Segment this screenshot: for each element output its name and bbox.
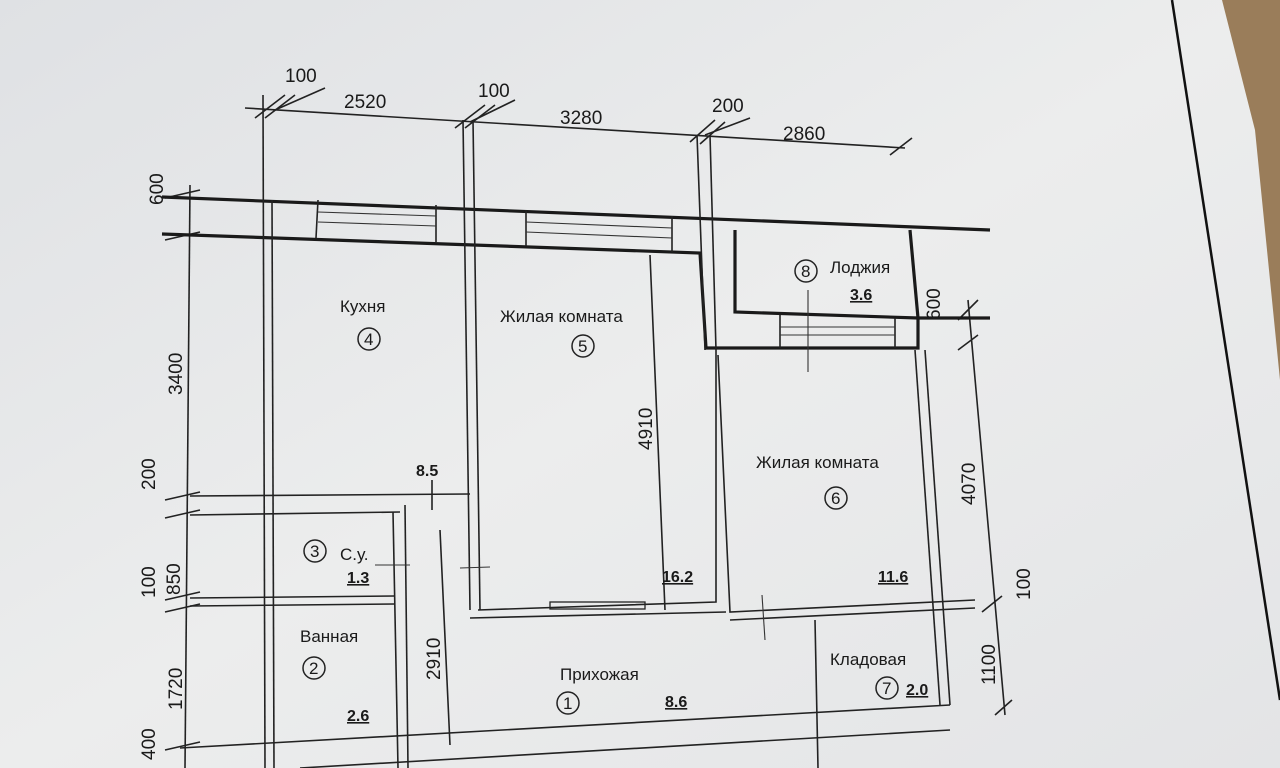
room-number: 2 <box>309 659 318 678</box>
walls <box>161 94 991 768</box>
room-area: 2.6 <box>347 708 369 725</box>
room-number: 7 <box>882 679 891 698</box>
dim-top-1: 100 <box>285 66 317 87</box>
dimension-lines <box>164 87 1013 768</box>
room-name: Жилая комната <box>756 453 879 472</box>
dim-left-4: 850 <box>164 563 185 595</box>
room-storage: Кладовая 7 2.0 <box>830 650 928 700</box>
dim-left-7: 400 <box>139 728 160 760</box>
dim-left-5: 100 <box>139 566 160 598</box>
room-loggia: 8 Лоджия 3.6 <box>794 258 890 304</box>
room-name: Кладовая <box>830 650 906 669</box>
dim-2910: 2910 <box>424 638 445 680</box>
room-area: 8.6 <box>665 694 687 711</box>
room-area: 1.3 <box>347 570 369 587</box>
room-number: 6 <box>831 489 840 508</box>
room-bathroom: Ванная 2 2.6 <box>300 627 369 725</box>
dim-top-6: 2860 <box>783 124 825 145</box>
room-number: 3 <box>310 542 319 561</box>
room-name: С.у. <box>340 545 369 564</box>
dim-top-3: 100 <box>478 81 510 102</box>
room-name: Лоджия <box>830 258 890 277</box>
dim-left-6: 1720 <box>166 668 187 710</box>
dim-right-4: 1100 <box>979 644 1000 685</box>
dim-top-5: 200 <box>712 96 744 117</box>
room-wc: 3 С.у. 1.3 <box>303 539 369 587</box>
room-kitchen: Кухня 4 <box>340 297 386 351</box>
dim-4910: 4910 <box>636 408 657 450</box>
room-number: 4 <box>364 330 373 349</box>
room-area: 16.2 <box>662 569 693 586</box>
table-edge <box>1222 0 1280 380</box>
room-name: Ванная <box>300 627 358 646</box>
room-number: 1 <box>563 694 572 713</box>
room-name: Прихожая <box>560 665 639 684</box>
dim-top-4: 3280 <box>560 108 602 129</box>
dim-8-5: 8.5 <box>416 463 438 480</box>
room-number: 5 <box>578 337 587 356</box>
dim-left-2: 3400 <box>166 353 187 395</box>
room-area: 3.6 <box>850 287 872 304</box>
room-living-5: Жилая комната 5 16.2 <box>500 307 693 586</box>
dim-top-2: 2520 <box>344 92 386 113</box>
dim-right-3: 100 <box>1014 568 1035 600</box>
dim-right-2: 4070 <box>959 463 980 505</box>
page-border-line <box>1170 0 1280 701</box>
dim-right-1: 600 <box>924 288 945 320</box>
dim-left-1: 600 <box>147 173 168 205</box>
room-name: Жилая комната <box>500 307 623 326</box>
room-living-6: Жилая комната 6 11.6 <box>756 453 908 586</box>
room-area: 11.6 <box>878 569 908 586</box>
room-number: 8 <box>801 262 810 281</box>
room-hallway: Прихожая 1 8.6 <box>556 665 687 715</box>
dim-left-3: 200 <box>139 458 160 490</box>
room-area: 2.0 <box>906 682 928 699</box>
room-name: Кухня <box>340 297 386 316</box>
